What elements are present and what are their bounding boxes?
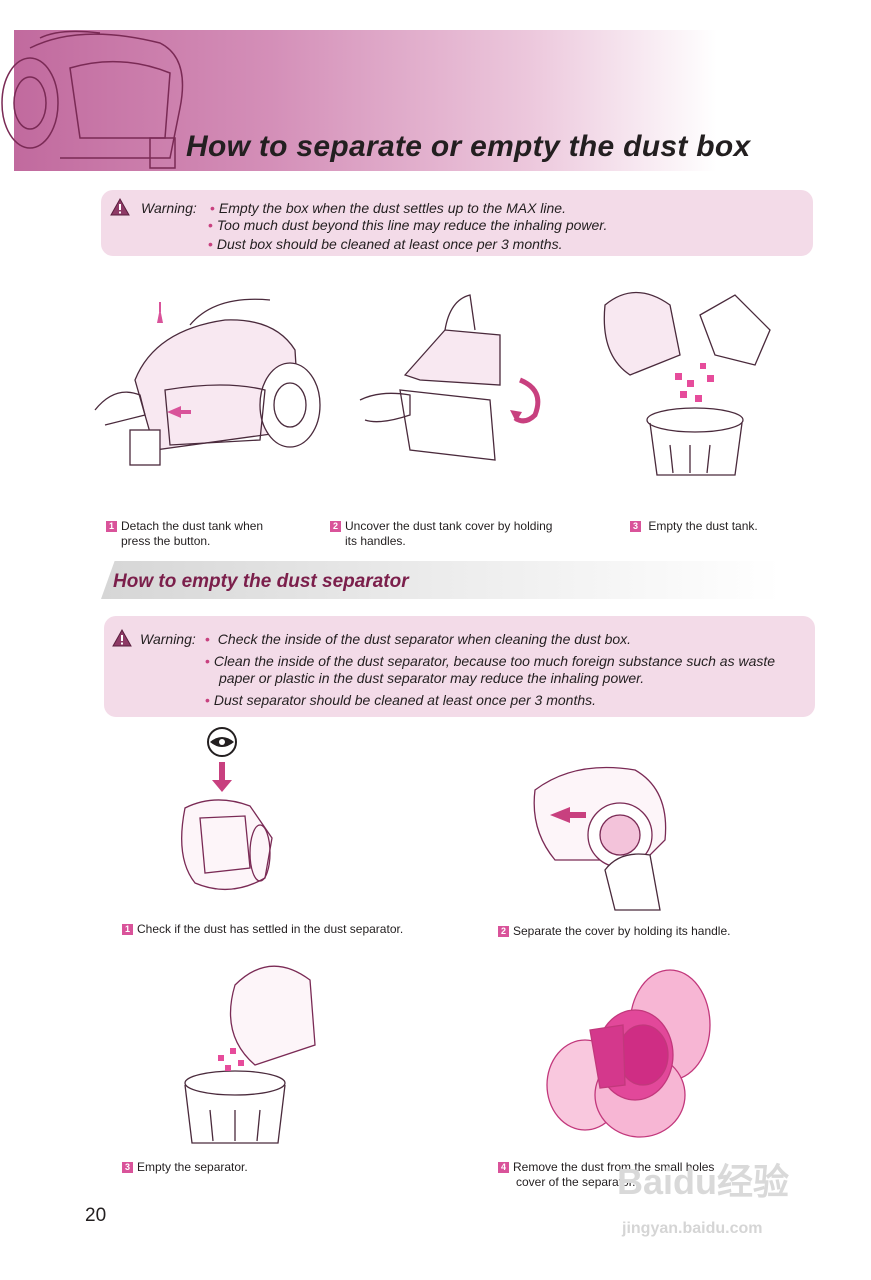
warning-line: •Too much dust beyond this line may redu… — [208, 217, 608, 233]
step-caption: 3 Empty the dust tank. — [630, 519, 758, 534]
warning-label: Warning: — [141, 200, 197, 216]
separator-parts-illustration — [546, 969, 711, 1138]
separate-cover-illustration — [533, 766, 667, 911]
warning-line: • Check the inside of the dust separator… — [205, 631, 632, 647]
warning-line: paper or plastic in the dust separator m… — [219, 670, 645, 686]
empty-separator-illustration — [184, 965, 316, 1144]
warning-triangle-icon — [112, 628, 132, 647]
step-number: 2 — [498, 926, 509, 937]
step-number: 1 — [122, 924, 133, 935]
vacuum-cleaner-icon — [1, 30, 184, 169]
warning-line: •Clean the inside of the dust separator,… — [205, 653, 776, 669]
section-title: How to empty the dust separator — [113, 571, 409, 592]
header-band — [14, 30, 871, 171]
watermark-url: jingyan.baidu.com — [622, 1220, 763, 1237]
warning-line: •Empty the box when the dust settles up … — [210, 200, 566, 216]
warning-box-2 — [104, 616, 815, 717]
warning-label: Warning: — [140, 631, 196, 647]
empty-dust-tank-illustration — [603, 292, 771, 476]
page-number: 20 — [85, 1205, 107, 1226]
warning-box-1 — [101, 190, 813, 256]
warning-line: •Dust box should be cleaned at least onc… — [208, 236, 563, 252]
step-number: 2 — [330, 521, 341, 532]
page-title: How to separate or empty the dust box — [186, 130, 751, 163]
section-band — [101, 561, 781, 599]
step-number: 4 — [498, 1162, 509, 1173]
uncover-dust-tank-illustration — [359, 294, 541, 461]
detach-dust-tank-illustration — [94, 298, 321, 466]
watermark-logo: Baidu经验 — [617, 1161, 790, 1202]
warning-triangle-icon — [110, 197, 130, 216]
step-number: 3 — [122, 1162, 133, 1173]
step-number: 3 — [630, 521, 641, 532]
check-separator-illustration — [181, 727, 273, 891]
warning-line: •Dust separator should be cleaned at lea… — [205, 692, 597, 708]
step-number: 1 — [106, 521, 117, 532]
